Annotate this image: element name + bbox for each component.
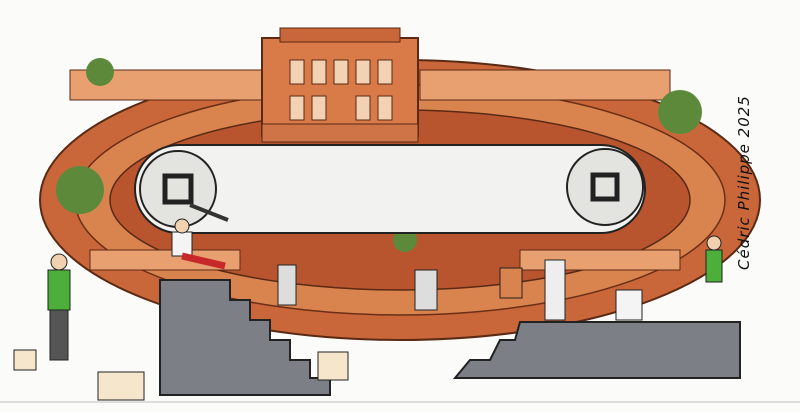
- box-left: [97, 371, 145, 401]
- left-dial: [139, 150, 217, 228]
- tree-top-left: [86, 58, 114, 86]
- tree-right: [658, 90, 702, 134]
- palace-building: [261, 27, 419, 143]
- stool: [13, 349, 37, 371]
- right-dial: [566, 148, 644, 226]
- wrench: [189, 203, 229, 222]
- tree-left: [56, 166, 104, 214]
- artist-signature: Cédric Philippe 2025: [735, 95, 753, 270]
- right-platform: [452, 321, 741, 379]
- left-dial-symbol: [162, 173, 194, 205]
- white-bar: [134, 144, 646, 234]
- box-center: [317, 351, 349, 381]
- figures: [47, 218, 723, 361]
- right-dial-symbol: [590, 172, 620, 202]
